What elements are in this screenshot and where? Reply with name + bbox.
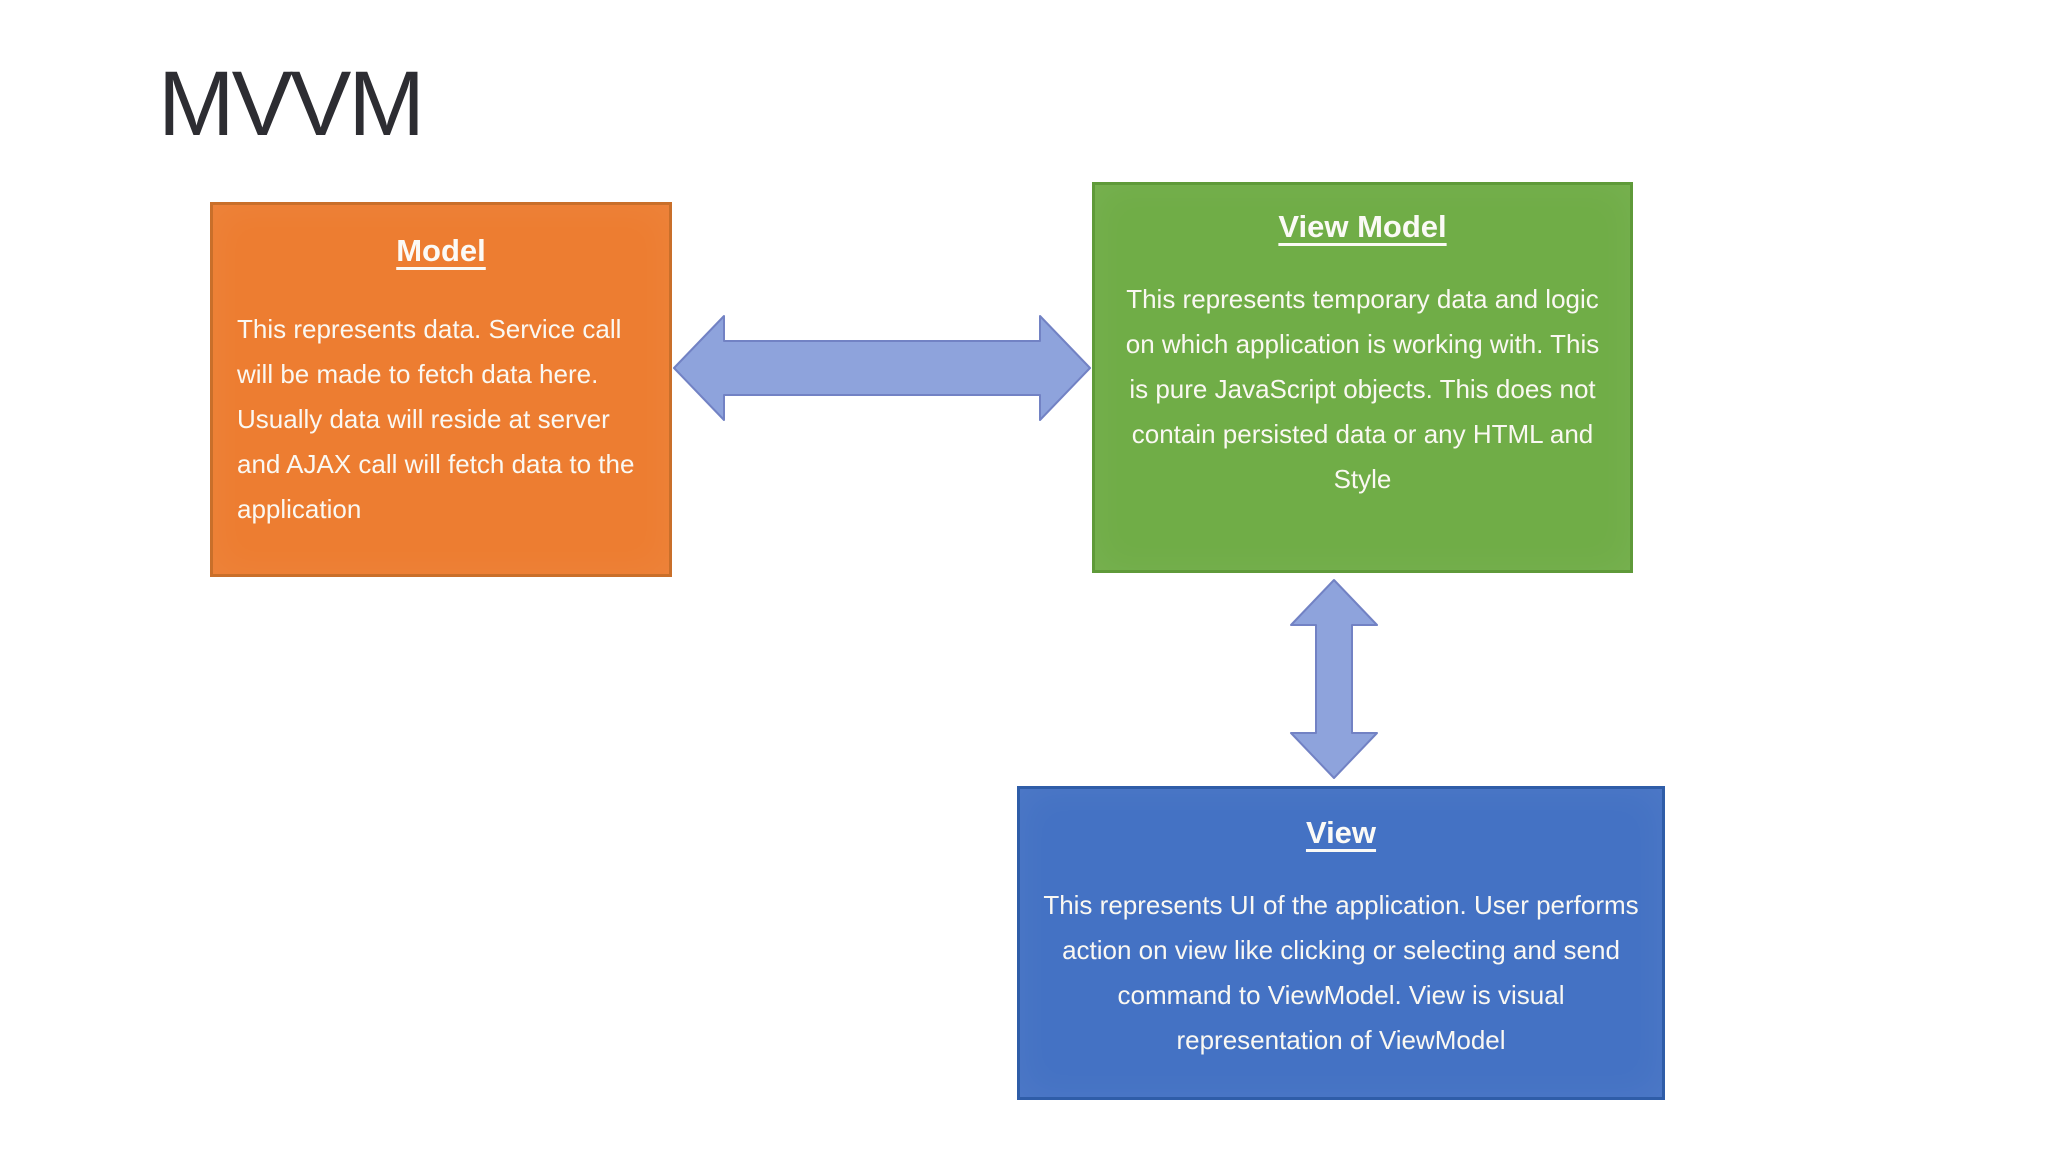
model-box-title: Model	[396, 233, 486, 268]
viewmodel-box-title: View Model	[1278, 209, 1447, 244]
viewmodel-box: View Model This represents temporary dat…	[1092, 182, 1633, 573]
model-box: Model This represents data. Service call…	[210, 202, 672, 577]
view-box: View This represents UI of the applicati…	[1017, 786, 1665, 1100]
model-box-body: This represents data. Service call will …	[237, 314, 635, 524]
page-title: MVVM	[158, 53, 425, 155]
viewmodel-view-double-arrow-icon	[1289, 578, 1379, 780]
view-box-body: This represents UI of the application. U…	[1043, 890, 1639, 1055]
view-box-title: View	[1305, 815, 1377, 850]
model-viewmodel-double-arrow-icon	[672, 313, 1092, 423]
viewmodel-box-body: This represents temporary data and logic…	[1125, 284, 1600, 494]
